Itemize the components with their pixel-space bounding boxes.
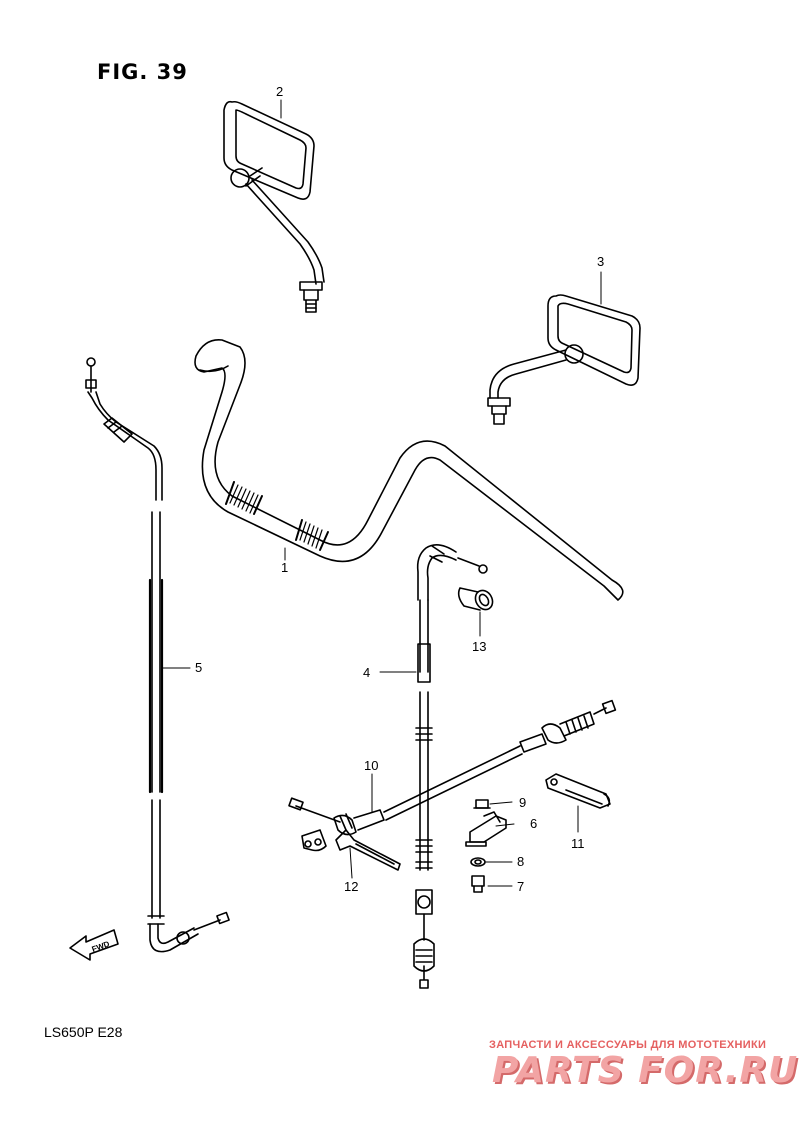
throttle-cable — [85, 357, 230, 953]
clamp — [545, 773, 611, 809]
callout-3: 3 — [597, 254, 604, 269]
mirror-right — [487, 294, 641, 425]
callout-13: 13 — [472, 639, 486, 654]
grommet — [457, 587, 494, 611]
callout-12: 12 — [344, 879, 358, 894]
handlebar — [194, 339, 624, 601]
mirror-left — [223, 100, 325, 313]
watermark-logo: PARTS FOR.RU — [492, 1050, 799, 1091]
callout-5: 5 — [195, 660, 202, 675]
callout-6: 6 — [530, 816, 537, 831]
callout-labels: 2 3 1 5 4 13 10 9 6 11 8 12 7 FWD — [91, 84, 605, 954]
fwd-label: FWD — [91, 939, 111, 954]
leader-lines — [161, 99, 602, 887]
callout-1: 1 — [281, 560, 288, 575]
fwd-arrow — [69, 929, 119, 961]
cable-tie — [335, 829, 401, 871]
bracket-set — [465, 799, 507, 893]
callout-7: 7 — [517, 879, 524, 894]
callout-9: 9 — [519, 795, 526, 810]
model-code: LS650P E28 — [44, 1024, 123, 1040]
figure-title: FIG. 39 — [97, 60, 188, 84]
callout-11: 11 — [571, 836, 585, 851]
cable-10 — [288, 699, 617, 852]
callout-2: 2 — [276, 84, 283, 99]
callout-8: 8 — [517, 854, 524, 869]
callout-10: 10 — [364, 758, 378, 773]
callout-4: 4 — [363, 665, 370, 680]
clutch-cable — [413, 544, 488, 989]
watermark-text: ЗАПЧАСТИ И АКСЕССУАРЫ ДЛЯ МОТОТЕХНИКИ — [489, 1039, 767, 1051]
